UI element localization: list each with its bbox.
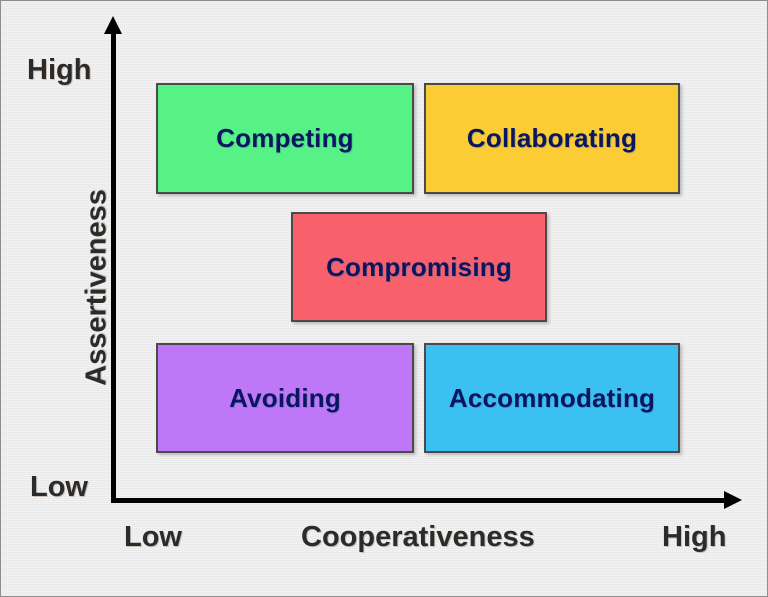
mode-box-accommodating-label: Accommodating xyxy=(448,382,656,413)
x-axis-line xyxy=(111,498,729,503)
mode-box-collaborating[interactable]: Collaborating xyxy=(424,83,680,194)
mode-box-collaborating-label: Collaborating xyxy=(466,123,638,153)
y-axis-line xyxy=(111,31,116,503)
x-axis-arrowhead-icon xyxy=(724,491,742,509)
mode-box-competing[interactable]: Competing xyxy=(156,83,414,194)
mode-box-compromising-label: Compromising xyxy=(326,251,512,282)
x-axis-title: Cooperativeness xyxy=(301,521,535,553)
y-axis-title: Assertiveness xyxy=(80,189,113,386)
y-axis-arrowhead-icon xyxy=(104,16,122,34)
mode-box-avoiding-label: Avoiding xyxy=(229,382,341,413)
x-axis-low-label: Low xyxy=(124,521,182,553)
mode-box-avoiding[interactable]: Avoiding xyxy=(156,343,414,453)
x-axis-high-label: High xyxy=(662,521,727,553)
mode-box-accommodating[interactable]: Accommodating xyxy=(424,343,680,453)
y-axis-high-label: High xyxy=(27,54,92,86)
y-axis-low-label: Low xyxy=(30,471,88,503)
mode-box-competing-label: Competing xyxy=(216,123,354,153)
mode-box-compromising[interactable]: Compromising xyxy=(291,212,547,322)
